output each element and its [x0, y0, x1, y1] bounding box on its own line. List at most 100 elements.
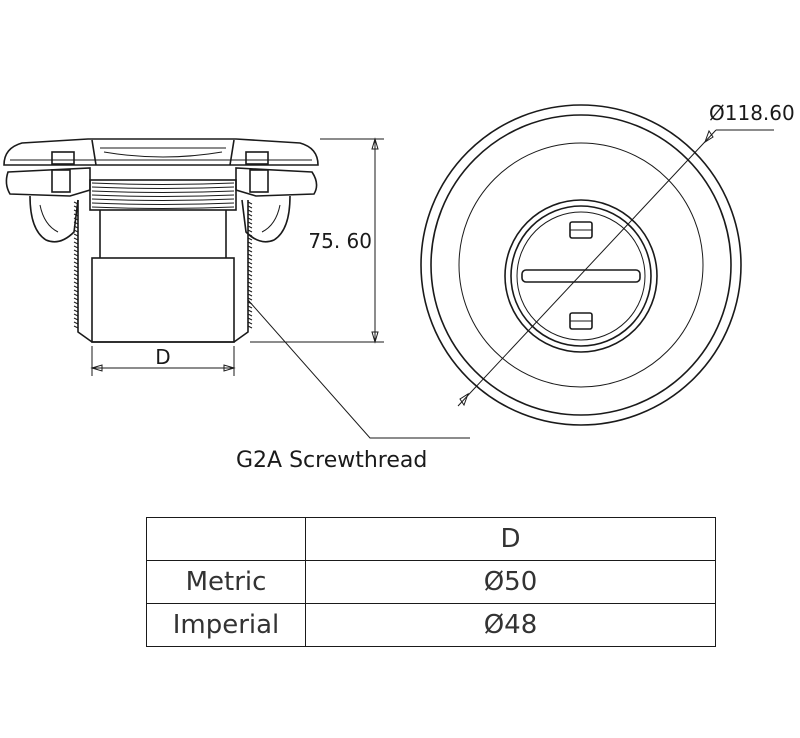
- tube-thread-mark: [73, 201, 79, 205]
- tube-thread-mark: [73, 249, 79, 253]
- table-header-blank: [146, 517, 306, 561]
- tube-thread-mark: [73, 241, 79, 245]
- tube-thread-mark: [247, 201, 253, 205]
- tube-thread-mark: [247, 217, 253, 221]
- technical-drawing: D 75. 60 G2A Screwthread Ø118.60: [3, 101, 795, 473]
- dimension-table: D Metric Ø50 Imperial Ø48: [146, 517, 716, 647]
- table-row: Metric Ø50: [146, 560, 716, 604]
- tube-thread-mark: [73, 245, 79, 249]
- tube-thread-mark: [73, 309, 79, 313]
- diameter-line: [457, 129, 717, 407]
- tube-thread-mark: [73, 213, 79, 217]
- tube-thread-mark: [247, 213, 253, 217]
- tube-thread-mark: [73, 325, 79, 329]
- tube-thread-mark: [247, 285, 253, 289]
- height-dimension-label: 75. 60: [308, 229, 372, 253]
- tube-thread-mark: [247, 233, 253, 237]
- tube-thread-mark: [247, 313, 253, 317]
- table-row-label: Metric: [146, 560, 306, 604]
- thread-hatch: [91, 194, 235, 197]
- tube-thread-mark: [73, 209, 79, 213]
- tube-thread-mark: [73, 261, 79, 265]
- cover-outer: [504, 199, 658, 353]
- left-bolt-head: [51, 151, 75, 165]
- tube-thread-mark: [73, 265, 79, 269]
- tube-thread-mark: [73, 237, 79, 241]
- tube-thread-mark: [73, 217, 79, 221]
- tube-thread-mark: [73, 205, 79, 209]
- tube-thread-mark: [73, 225, 79, 229]
- thread-leader: [247, 299, 470, 439]
- top-view: Ø118.60: [420, 101, 795, 426]
- tube-thread-mark: [73, 253, 79, 257]
- tube-thread-mark: [73, 313, 79, 317]
- tube-thread-mark: [73, 273, 79, 277]
- thread-label: G2A Screwthread: [236, 448, 427, 473]
- thread-hatch: [91, 182, 235, 185]
- diameter-label: Ø118.60: [709, 101, 795, 125]
- thread-hatch: [91, 202, 235, 205]
- tube-thread-mark: [247, 257, 253, 261]
- tube-thread-mark: [247, 317, 253, 321]
- tube-thread-mark: [73, 317, 79, 321]
- table-header-d: D: [305, 517, 716, 561]
- tube-thread-mark: [73, 305, 79, 309]
- thread-hatch: [91, 198, 235, 201]
- thread-hatch: [91, 186, 235, 189]
- tube-thread-mark: [73, 269, 79, 273]
- right-clamp: [241, 195, 291, 243]
- tube-thread-mark: [247, 281, 253, 285]
- tube-thread-mark: [73, 277, 79, 281]
- tube-thread-mark: [247, 205, 253, 209]
- right-bolt-head: [245, 151, 269, 165]
- tube-thread-mark: [247, 325, 253, 329]
- lower-flange: [5, 167, 91, 197]
- tube-thread-mark: [247, 221, 253, 225]
- d-dimension-label: D: [155, 345, 170, 369]
- tube-thread-mark: [247, 249, 253, 253]
- flange-cap: [3, 138, 319, 166]
- side-view: D 75. 60 G2A Screwthread: [3, 137, 470, 473]
- table-row-value: Ø50: [305, 560, 716, 604]
- tube-thread-mark: [73, 301, 79, 305]
- body-tube: [77, 200, 249, 343]
- thread-block: [89, 179, 237, 211]
- tube-thread-mark: [247, 253, 253, 257]
- tube-thread-mark: [73, 293, 79, 297]
- tube-thread-mark: [247, 309, 253, 313]
- tube-thread-mark: [73, 221, 79, 225]
- tube-thread-mark: [247, 265, 253, 269]
- thread-hatch: [91, 206, 235, 209]
- tube-thread-mark: [247, 209, 253, 213]
- left-clamp: [29, 195, 79, 243]
- tube-thread-mark: [247, 229, 253, 233]
- tube-thread-mark: [73, 289, 79, 293]
- tube-thread-mark: [247, 245, 253, 249]
- tube-thread-mark: [247, 269, 253, 273]
- tube-thread-mark: [73, 297, 79, 301]
- tube-thread-mark: [247, 241, 253, 245]
- tube-thread-mark: [247, 277, 253, 281]
- screw-slot: [521, 269, 641, 283]
- outer-rim: [420, 104, 742, 426]
- tube-thread-mark: [247, 293, 253, 297]
- pipe-socket: [91, 257, 235, 343]
- table-row-value: Ø48: [305, 603, 716, 647]
- table-header-row: D: [146, 517, 716, 561]
- tube-thread-mark: [247, 273, 253, 277]
- tube-thread-mark: [73, 257, 79, 261]
- tube-thread-mark: [73, 285, 79, 289]
- tube-thread-mark: [247, 289, 253, 293]
- tube-thread-mark: [247, 261, 253, 265]
- tube-thread-mark: [73, 233, 79, 237]
- tube-thread-mark: [247, 297, 253, 301]
- thread-hatch: [91, 190, 235, 193]
- tube-thread-mark: [73, 281, 79, 285]
- tube-thread-mark: [247, 237, 253, 241]
- tube-thread-mark: [247, 305, 253, 309]
- table-row: Imperial Ø48: [146, 603, 716, 647]
- tube-thread-mark: [247, 321, 253, 325]
- tube-thread-mark: [73, 229, 79, 233]
- tube-thread-mark: [73, 321, 79, 325]
- tube-thread-mark: [247, 225, 253, 229]
